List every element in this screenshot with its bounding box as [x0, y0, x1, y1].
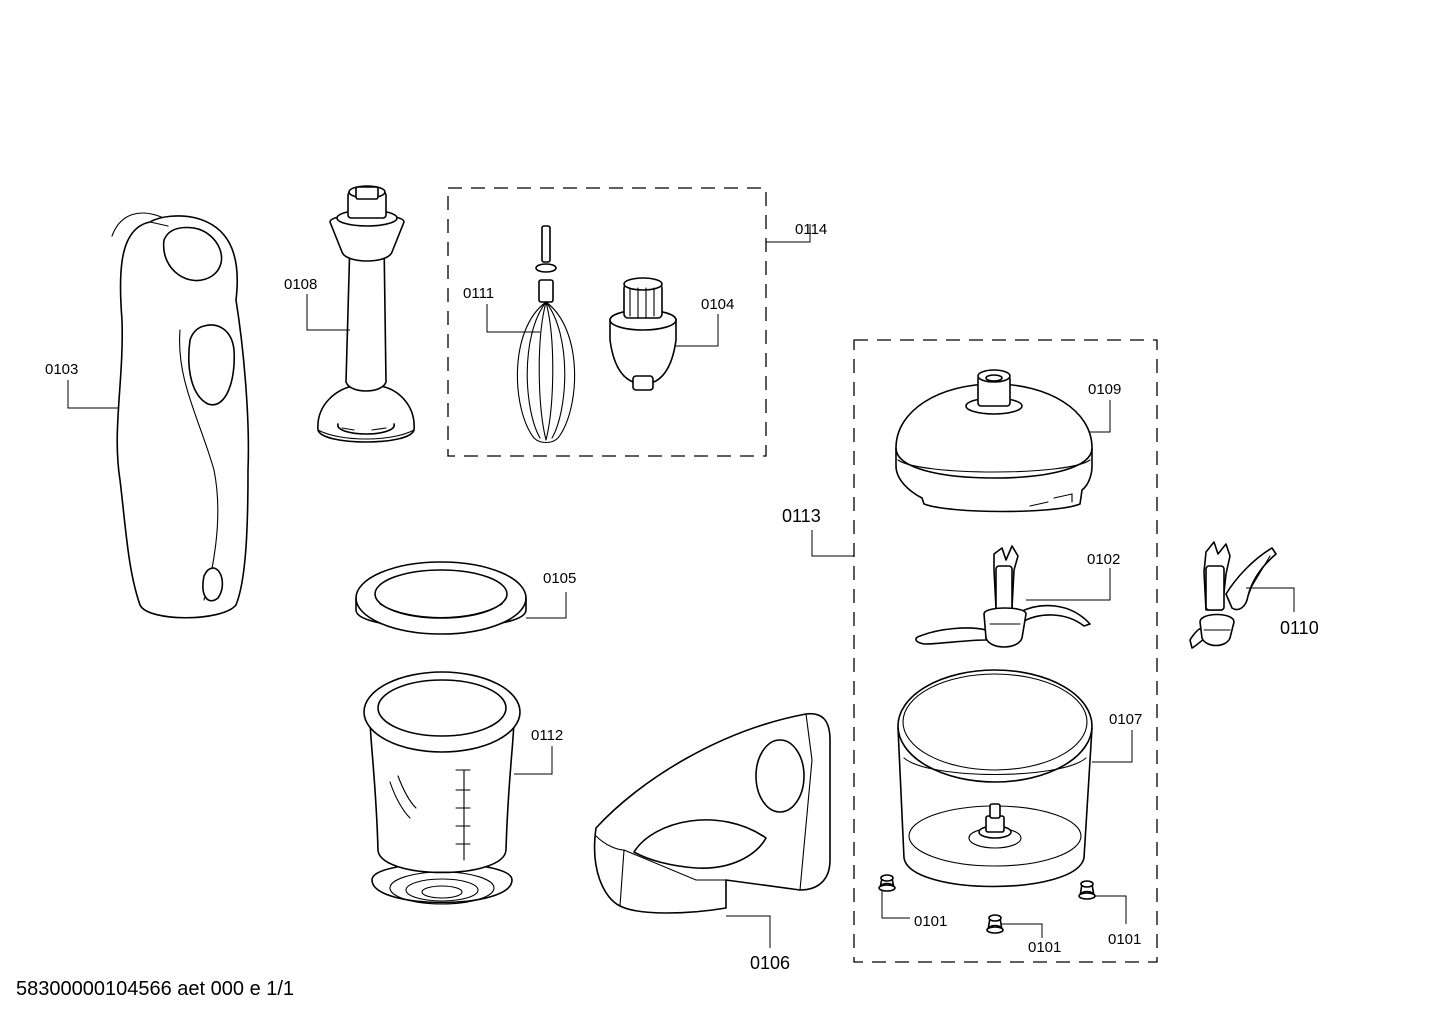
part-0112-measuring-beaker[interactable]: [363, 671, 521, 905]
label-0104: 0104: [701, 296, 734, 313]
part-0106-wall-holder[interactable]: [593, 712, 831, 914]
part-0105-beaker-lid[interactable]: [355, 561, 527, 635]
label-0105: 0105: [543, 570, 576, 587]
label-0103: 0103: [45, 361, 78, 378]
part-0101-rubber-foot-center[interactable]: [986, 914, 1004, 934]
part-0104-whisk-gearbox[interactable]: [609, 277, 677, 391]
label-0113: 0113: [782, 506, 821, 526]
label-0112: 0112: [531, 727, 563, 744]
label-0106: 0106: [750, 953, 790, 973]
label-0111: 0111: [463, 285, 494, 302]
label-0114: 0114: [795, 221, 827, 238]
label-0108: 0108: [284, 276, 317, 293]
label-0101-right: 0101: [1108, 931, 1141, 948]
part-0103-motor-handle[interactable]: [111, 212, 250, 619]
part-0109-chopper-lid[interactable]: [895, 369, 1093, 513]
label-0109: 0109: [1088, 381, 1121, 398]
label-0110: 0110: [1280, 618, 1319, 638]
label-0101-center: 0101: [1028, 939, 1061, 956]
part-0108-blender-shaft[interactable]: [317, 185, 415, 443]
label-0102: 0102: [1087, 551, 1120, 568]
part-0111-whisk[interactable]: [516, 225, 576, 444]
part-0110-ice-crusher-blade[interactable]: [1189, 541, 1277, 649]
group-0114-outline: [447, 187, 767, 457]
label-0101-left: 0101: [914, 913, 947, 930]
group-0113-outline: [853, 339, 1158, 963]
label-0107: 0107: [1109, 711, 1142, 728]
document-id-footer: 58300000104566 aet 000 e 1/1: [16, 978, 295, 1000]
part-0101-rubber-foot-left[interactable]: [878, 874, 896, 892]
part-0107-chopper-bowl[interactable]: [897, 669, 1093, 888]
part-0101-rubber-foot-right[interactable]: [1078, 880, 1096, 900]
part-0102-chopper-blade[interactable]: [915, 545, 1091, 648]
